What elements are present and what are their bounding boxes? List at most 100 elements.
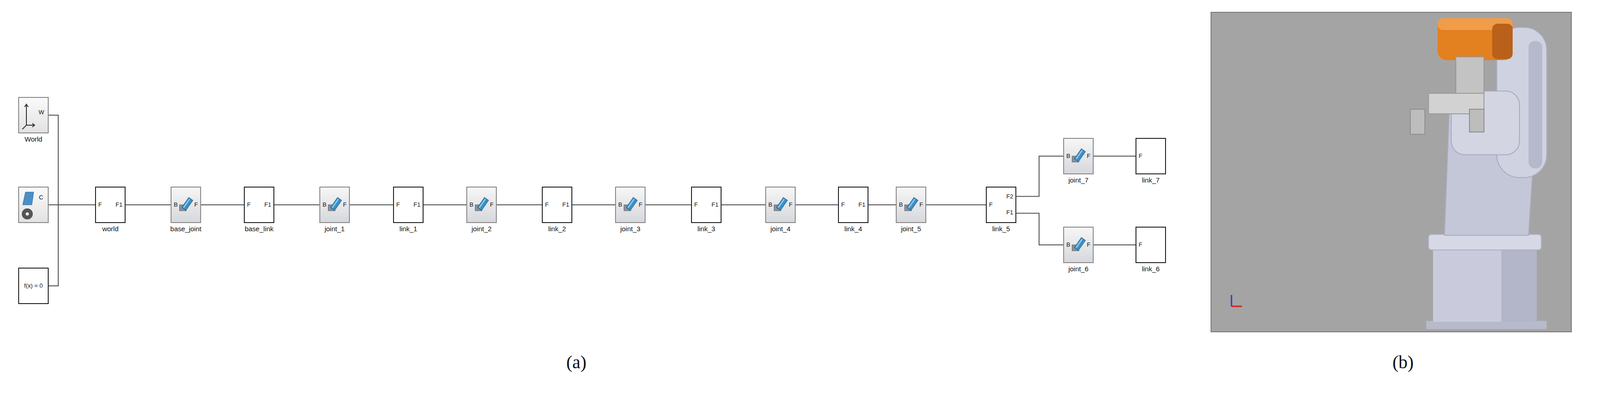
physical-connection xyxy=(1016,212,1064,245)
gear-body xyxy=(23,209,32,218)
block-label: link_7 xyxy=(1141,176,1160,184)
axis-z xyxy=(1231,294,1233,307)
solver-block: C xyxy=(18,186,49,223)
physical-connection xyxy=(349,204,394,206)
port-label: F1 xyxy=(711,201,719,209)
joint-axis-highlight xyxy=(1075,150,1083,160)
joint-block: BFjoint_5 xyxy=(895,186,927,223)
joint-axis-highlight xyxy=(478,198,486,209)
block-label: world xyxy=(102,224,119,233)
robot-waist xyxy=(1428,234,1542,250)
block-label: link_3 xyxy=(697,224,716,233)
frame-block: Flink_7 xyxy=(1135,137,1166,175)
port-label: F1 xyxy=(413,201,421,209)
port-label: F xyxy=(989,201,993,209)
physical-connection xyxy=(721,204,766,206)
function-block: f(x) = 0 xyxy=(18,267,49,304)
robot-wrist xyxy=(1455,56,1484,95)
physical-connection xyxy=(645,204,692,206)
physical-connection xyxy=(48,204,96,286)
port-label: F xyxy=(489,201,494,209)
world-axis xyxy=(22,125,27,130)
block-label: link_2 xyxy=(548,224,566,233)
physical-connection xyxy=(1093,244,1136,246)
joint-block: BFjoint_7 xyxy=(1063,137,1094,175)
frame-block: FF1link_3 xyxy=(691,186,722,223)
port-label: F xyxy=(98,201,102,209)
gear-hole xyxy=(25,212,30,216)
world-axis xyxy=(24,104,29,126)
physical-connection xyxy=(48,115,96,205)
joint-axis xyxy=(906,197,918,211)
block-label: joint_7 xyxy=(1068,176,1089,184)
frame-block: Flink_6 xyxy=(1135,226,1166,263)
port-label: F xyxy=(788,201,793,209)
physical-connection xyxy=(423,204,467,206)
physical-connection xyxy=(926,204,986,206)
port-label: F xyxy=(638,201,643,209)
joint-block: BFjoint_4 xyxy=(765,186,796,223)
port-label: B xyxy=(618,201,623,209)
physical-connection xyxy=(496,204,542,206)
joint-axis-highlight xyxy=(1075,238,1083,249)
joint-axis xyxy=(776,197,788,211)
joint-axis-highlight xyxy=(331,198,339,209)
frame-block: FF1base_link xyxy=(243,186,275,223)
port-label: F xyxy=(1138,241,1143,249)
panel-label: (a) xyxy=(566,351,587,373)
robot-pedestal xyxy=(1433,247,1537,322)
block-label: joint_3 xyxy=(620,224,641,233)
physical-connection xyxy=(572,204,616,206)
port-label: F1 xyxy=(562,201,570,209)
block-label: joint_6 xyxy=(1068,264,1089,273)
solver-panel xyxy=(22,191,34,205)
port-label: W xyxy=(38,109,45,117)
joint-axis-highlight xyxy=(908,198,916,209)
block-label: joint_2 xyxy=(471,224,492,233)
axis-x xyxy=(1231,305,1242,308)
robot-wrist-housing xyxy=(1437,18,1513,61)
block-label: joint_5 xyxy=(900,224,921,233)
physical-connection xyxy=(868,204,896,206)
world-axis xyxy=(26,123,35,127)
port-label: B xyxy=(322,201,327,209)
block-label: joint_4 xyxy=(770,224,791,233)
physical-connection xyxy=(1016,156,1064,197)
joint-axis xyxy=(477,197,489,211)
robot-finger xyxy=(1410,109,1425,135)
port-label: F xyxy=(396,201,400,209)
physical-connection xyxy=(274,204,320,206)
physical-connection xyxy=(125,204,171,206)
frame-block: FF2F1link_5 xyxy=(985,186,1017,223)
frame-block: FF1link_1 xyxy=(393,186,424,223)
port-label: F xyxy=(1086,241,1091,249)
block-label: joint_1 xyxy=(324,224,345,233)
port-label: F1 xyxy=(115,201,123,209)
port-label: F xyxy=(919,201,924,209)
block-label: link_5 xyxy=(992,224,1010,233)
panel-label: (b) xyxy=(1392,351,1414,373)
world-block: WWorld xyxy=(18,96,49,134)
port-label: F2 xyxy=(1006,193,1014,201)
port-label: C xyxy=(39,194,44,202)
port-label: F xyxy=(1138,152,1143,160)
block-label: link_4 xyxy=(844,224,863,233)
gear-tooth xyxy=(22,209,33,219)
port-label: F xyxy=(694,201,698,209)
port-label: B xyxy=(1066,152,1071,160)
solver-icon xyxy=(19,187,48,223)
joint-axis xyxy=(1074,237,1086,251)
port-label: F xyxy=(343,201,347,209)
port-label: F xyxy=(247,201,251,209)
port-label: F1 xyxy=(264,201,272,209)
port-label: B xyxy=(898,201,904,209)
joint-axis-highlight xyxy=(182,198,191,209)
block-label: World xyxy=(24,135,43,143)
robot-upper-arm-shade xyxy=(1528,40,1543,169)
render-background xyxy=(1211,12,1572,332)
physical-connection xyxy=(795,204,838,206)
joint-block: BFjoint_1 xyxy=(319,186,350,223)
